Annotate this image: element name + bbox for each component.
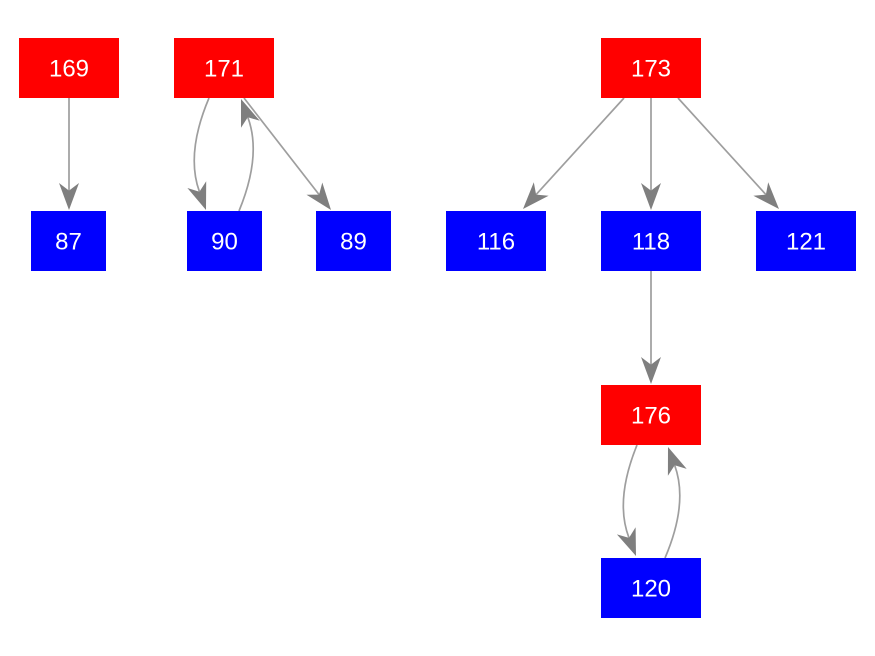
node-120-box[interactable] xyxy=(601,558,701,618)
arrowhead-173-116 xyxy=(523,182,549,209)
node-116-box[interactable] xyxy=(446,211,546,271)
arrowhead-173-121 xyxy=(753,182,779,209)
node-169[interactable]: 169 xyxy=(19,38,119,98)
arrowhead-173-118 xyxy=(641,183,661,210)
node-89[interactable]: 89 xyxy=(316,211,391,271)
node-176[interactable]: 176 xyxy=(601,385,701,445)
node-176-box[interactable] xyxy=(601,385,701,445)
node-87-label: 87 xyxy=(55,228,82,255)
node-87-box[interactable] xyxy=(31,211,106,271)
arrowhead-118-176 xyxy=(641,357,661,384)
node-169-box[interactable] xyxy=(19,38,119,98)
arrowhead-171-90 xyxy=(187,181,207,210)
node-120-label: 120 xyxy=(631,575,671,602)
node-89-box[interactable] xyxy=(316,211,391,271)
edge-90-171 xyxy=(238,116,255,212)
node-90-label: 90 xyxy=(211,228,238,255)
node-121[interactable]: 121 xyxy=(756,211,856,271)
edge-120-176 xyxy=(664,465,681,559)
node-118[interactable]: 118 xyxy=(601,211,701,271)
node-89-label: 89 xyxy=(340,228,367,255)
node-173[interactable]: 173 xyxy=(601,38,701,98)
edge-171-89 xyxy=(243,97,320,196)
edge-176-120 xyxy=(622,444,638,539)
node-120[interactable]: 120 xyxy=(601,558,701,618)
node-118-label: 118 xyxy=(632,228,670,255)
node-121-box[interactable] xyxy=(756,211,856,271)
arrowhead-169-87 xyxy=(59,183,79,210)
node-116-label: 116 xyxy=(477,228,515,255)
node-116[interactable]: 116 xyxy=(446,211,546,271)
node-176-label: 176 xyxy=(631,402,671,429)
arrowhead-171-89 xyxy=(306,182,331,210)
node-87[interactable]: 87 xyxy=(31,211,106,271)
node-90[interactable]: 90 xyxy=(187,211,262,271)
node-90-box[interactable] xyxy=(187,211,262,271)
node-121-label: 121 xyxy=(786,228,826,255)
node-173-box[interactable] xyxy=(601,38,701,98)
arrowhead-120-176 xyxy=(667,447,687,476)
node-171-box[interactable] xyxy=(174,38,274,98)
arrowhead-90-171 xyxy=(241,99,260,128)
node-169-label: 169 xyxy=(49,55,89,82)
node-118-box[interactable] xyxy=(601,211,701,271)
node-171-label: 171 xyxy=(204,55,244,82)
arrowhead-176-120 xyxy=(616,527,636,556)
edge-173-121 xyxy=(677,97,767,196)
edge-171-90 xyxy=(193,97,210,192)
node-173-label: 173 xyxy=(631,55,671,82)
node-171[interactable]: 171 xyxy=(174,38,274,98)
edge-173-116 xyxy=(535,97,625,196)
